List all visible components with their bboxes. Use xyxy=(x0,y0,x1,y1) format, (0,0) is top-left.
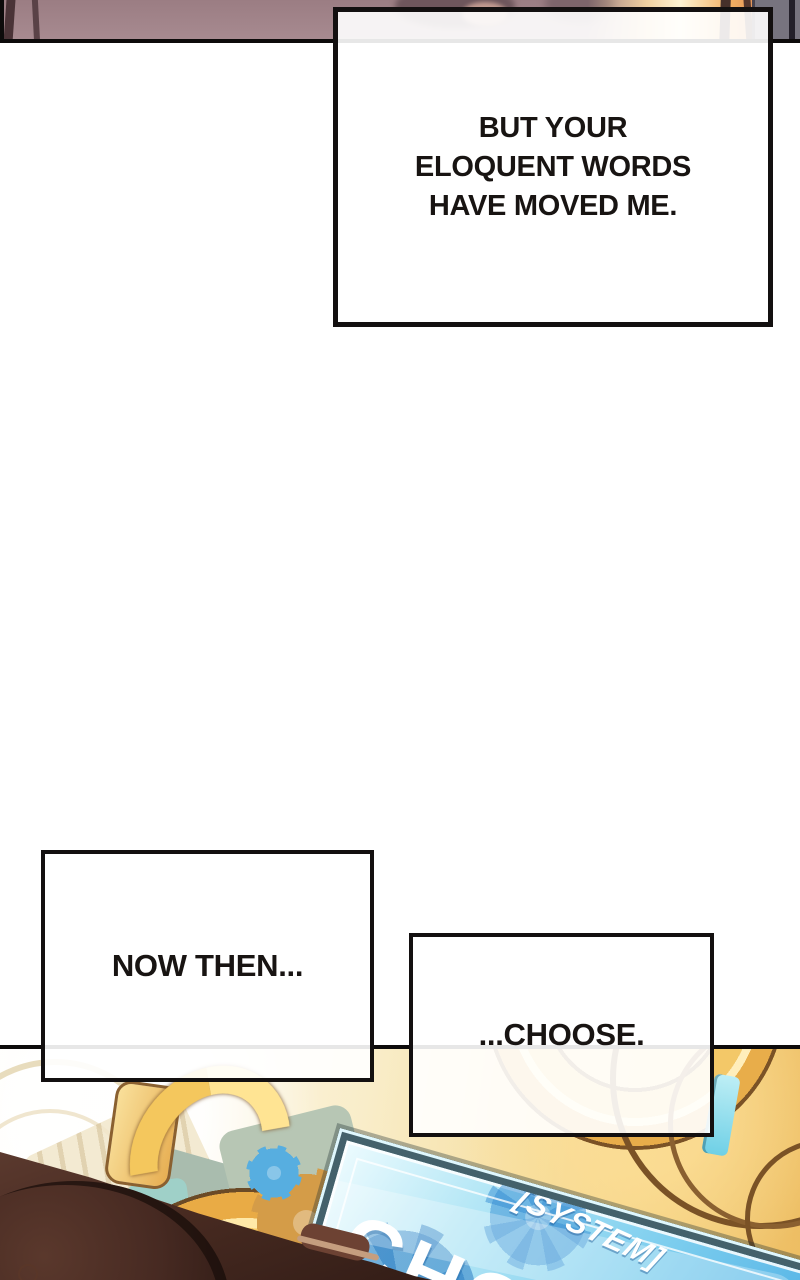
speech-bubble-1-text: BUT YOUR ELOQUENT WORDS HAVE MOVED ME. xyxy=(414,111,692,222)
dark-strand xyxy=(31,0,41,39)
gear-doodle-icon xyxy=(18,1264,38,1280)
speech-bubble-1: BUT YOUR ELOQUENT WORDS HAVE MOVED ME. xyxy=(333,7,773,327)
speech-bubble-2-text: NOW THEN... xyxy=(111,948,304,983)
speech-bubble-2: NOW THEN... xyxy=(41,850,374,1082)
panel-border-left xyxy=(0,0,4,39)
speech-bubble-3: ...CHOOSE. xyxy=(409,933,714,1137)
dark-strand xyxy=(3,0,16,39)
slate-pillar-edge xyxy=(789,0,795,39)
speech-bubble-3-text: ...CHOOSE. xyxy=(478,1017,645,1052)
